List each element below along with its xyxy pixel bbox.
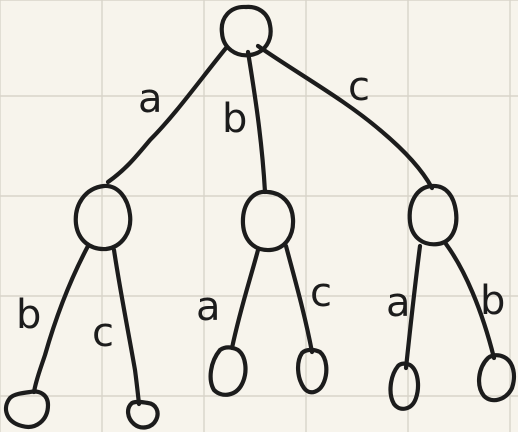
edge-root-c [255,43,435,191]
edge-label-root-b: b [222,96,247,142]
node-ac [126,399,160,430]
node-ba [208,345,248,397]
node-c [407,183,459,247]
edge-label-root-a: a [138,76,163,122]
edge-a-b [31,243,91,395]
edge-label-c-a: a [386,280,411,326]
edge-label-a-b: b [16,292,41,338]
edge-b-a [229,247,261,351]
node-a [73,183,133,252]
edge-label-c-b: b [480,278,505,324]
node-root [219,4,273,58]
node-ca [388,361,421,411]
edge-label-a-c: c [92,310,114,356]
edge-root-a [105,45,229,185]
edge-b-c [283,243,315,355]
node-b [240,189,296,253]
edge-root-b [245,49,268,195]
node-cb [477,353,516,403]
edge-label-root-c: c [348,64,370,110]
edge-label-b-c: c [310,270,332,316]
edge-a-c [111,247,142,407]
node-ab [3,389,51,429]
node-bc [296,347,329,395]
edge-c-a [403,243,423,371]
edge-c-b [443,241,497,361]
edge-label-b-a: a [196,284,221,330]
